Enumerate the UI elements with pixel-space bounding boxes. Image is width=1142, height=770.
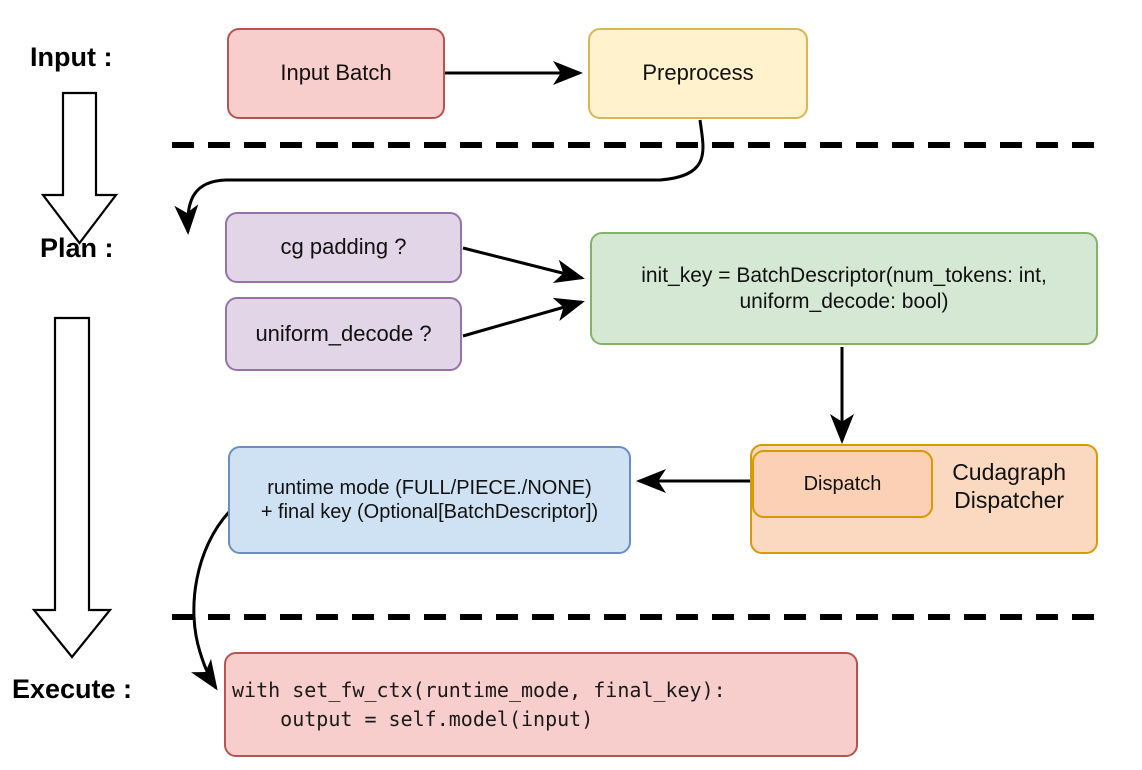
plan-to-execute-arrow	[31, 316, 113, 659]
stage-label-plan: Plan :	[40, 233, 114, 263]
node-preprocess[interactable]: Preprocess	[588, 28, 808, 119]
node-runtime-mode[interactable]: runtime mode (FULL/PIECE./NONE) + final …	[228, 446, 631, 554]
node-uniform-decode[interactable]: uniform_decode ?	[225, 297, 462, 371]
cg-padding-to-init-key-arrow	[462, 246, 585, 284]
uniform-decode-to-init-key-arrow	[462, 297, 585, 338]
stage-label-input: Input :	[30, 42, 113, 72]
input-to-plan-arrow	[40, 91, 119, 245]
node-dispatch[interactable]: Dispatch	[752, 450, 933, 518]
node-execute-code[interactable]: with set_fw_ctx(runtime_mode, final_key)…	[224, 652, 858, 757]
stage-label-execute: Execute :	[12, 674, 133, 704]
node-init-key[interactable]: init_key = BatchDescriptor(num_tokens: i…	[590, 232, 1098, 345]
node-cg-padding[interactable]: cg padding ?	[225, 212, 462, 283]
execute-code-text: with set_fw_ctx(runtime_mode, final_key)…	[232, 677, 726, 731]
node-input-batch[interactable]: Input Batch	[227, 28, 445, 119]
